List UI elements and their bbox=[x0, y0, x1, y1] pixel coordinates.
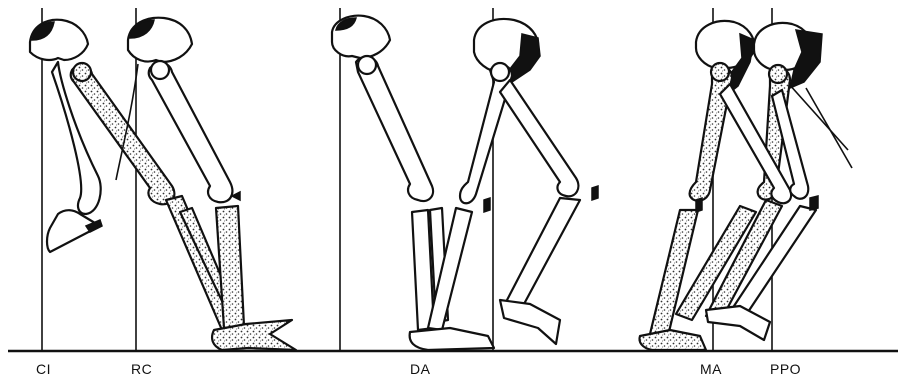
knee-marker-da-2 bbox=[484, 198, 490, 212]
phase-label-ma: MA bbox=[700, 361, 722, 377]
knee-marker-ma bbox=[696, 198, 702, 212]
foot-ppo bbox=[706, 306, 770, 340]
phase-label-ci: CI bbox=[36, 361, 51, 377]
knee-marker-da bbox=[592, 186, 598, 200]
skeleton-group-ma-ppo bbox=[640, 21, 853, 350]
femur-da-1 bbox=[356, 57, 433, 201]
femoral-head-ppo bbox=[769, 65, 787, 83]
knee-marker-ppo bbox=[810, 196, 818, 210]
foot-da-2 bbox=[500, 300, 560, 344]
skeleton-group-ci-rc bbox=[30, 18, 296, 350]
femoral-head-rc bbox=[151, 61, 169, 79]
femoral-head-ci bbox=[73, 63, 91, 81]
foot-da-1 bbox=[410, 328, 494, 350]
skeleton-group-da bbox=[332, 16, 598, 350]
femoral-head-da-2 bbox=[491, 63, 509, 81]
phase-label-ppo: PPO bbox=[770, 361, 801, 377]
phase-label-da: DA bbox=[410, 361, 430, 377]
femoral-head-ma bbox=[711, 63, 729, 81]
contour-ppo-2 bbox=[806, 88, 852, 168]
phase-label-rc: RC bbox=[131, 361, 152, 377]
tibia-da-3 bbox=[506, 198, 580, 304]
foot-ma bbox=[640, 330, 707, 350]
femur-da-3 bbox=[500, 80, 578, 196]
femoral-head-da-1 bbox=[358, 56, 376, 74]
